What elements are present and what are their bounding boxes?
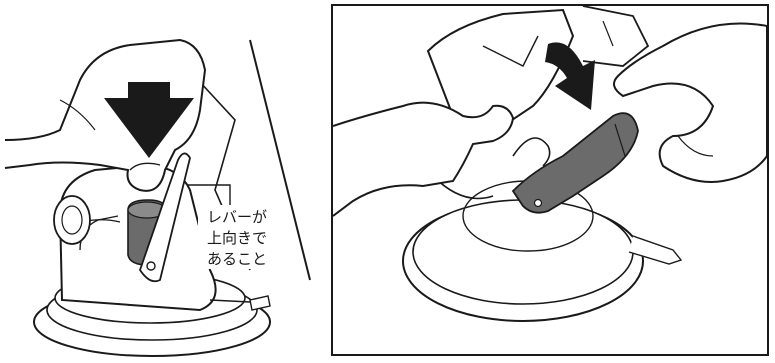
hand xyxy=(4,38,207,192)
left-hand xyxy=(333,101,515,217)
curved-down-arrow-icon xyxy=(545,42,595,110)
callout-line-2: 上向きで xyxy=(207,229,267,247)
callout-line-3: あること xyxy=(207,250,267,268)
right-illustration-panel xyxy=(331,4,769,356)
lever xyxy=(511,112,639,214)
callout-line-1: レバーが xyxy=(207,208,267,226)
lever-arm xyxy=(139,152,191,283)
callout-leader xyxy=(188,184,231,205)
left-illustration-panel: レバーが 上向きで あること xyxy=(0,0,322,363)
right-hand xyxy=(613,22,767,183)
suction-mount-illustration: レバーが 上向きで あること xyxy=(4,38,311,357)
lever-release-illustration xyxy=(333,6,767,322)
windshield-line xyxy=(249,39,311,281)
down-arrow-icon xyxy=(104,82,194,158)
